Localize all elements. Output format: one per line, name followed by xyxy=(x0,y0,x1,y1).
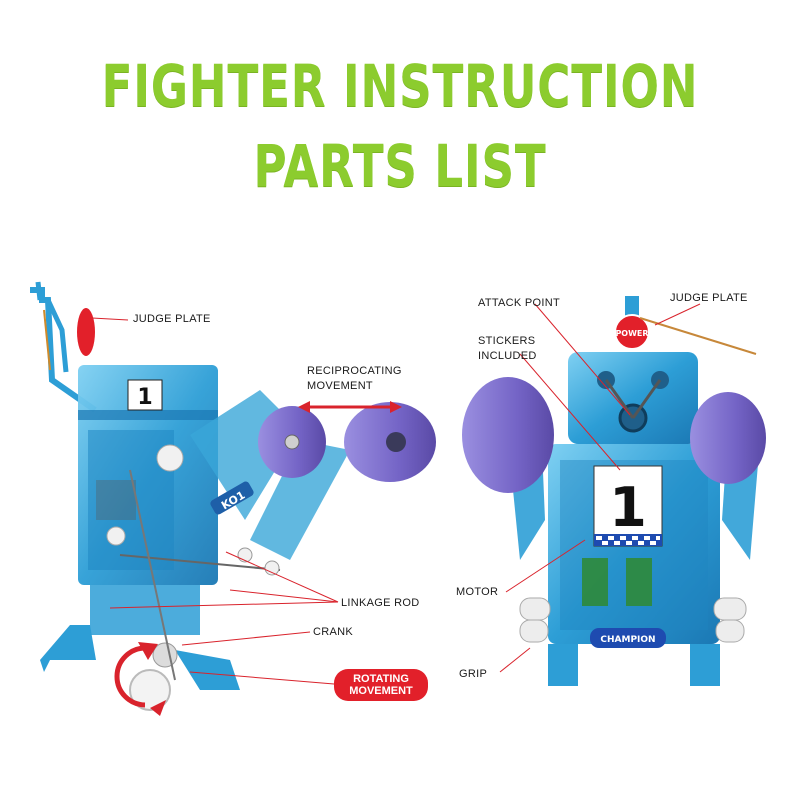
label-reciprocating-line-2: MOVEMENT xyxy=(307,380,373,392)
label-attack-point: ATTACK POINT xyxy=(478,297,561,309)
leader-lines xyxy=(91,303,701,685)
label-judge-plate-left: JUDGE PLATE xyxy=(133,313,211,325)
title-line-1: FIGHTER INSTRUCTION xyxy=(101,52,699,120)
label-stickers-line-1: STICKERS xyxy=(478,335,536,347)
label-rotating-line-2: MOVEMENT xyxy=(349,685,413,697)
rotating-movement-badge: ROTATING MOVEMENT xyxy=(334,669,428,701)
champion-badge-text: CHAMPION xyxy=(600,635,655,645)
label-rotating-line-1: ROTATING xyxy=(353,673,409,685)
left-number-sticker: 1 xyxy=(137,385,152,410)
right-pad-left xyxy=(462,377,554,493)
right-pad-right xyxy=(690,392,766,484)
right-number-sticker: 1 xyxy=(609,476,647,539)
left-judge-plate-disc xyxy=(77,308,95,356)
left-grip-wheel xyxy=(129,669,171,711)
label-motor: MOTOR xyxy=(456,586,499,598)
label-reciprocating-line-1: RECIPROCATING xyxy=(307,365,402,377)
power-badge-text: POWER xyxy=(615,329,648,338)
title-line-2: PARTS LIST xyxy=(253,132,547,200)
label-stickers-line-2: INCLUDED xyxy=(478,350,537,362)
label-judge-plate-right: JUDGE PLATE xyxy=(670,292,748,304)
label-crank: CRANK xyxy=(313,626,354,638)
label-grip: GRIP xyxy=(459,668,488,680)
label-linkage-rod: LINKAGE ROD xyxy=(341,597,420,609)
power-badge xyxy=(614,314,650,350)
champion-badge xyxy=(590,628,666,648)
left-robot: 1 KO1 xyxy=(30,281,436,716)
